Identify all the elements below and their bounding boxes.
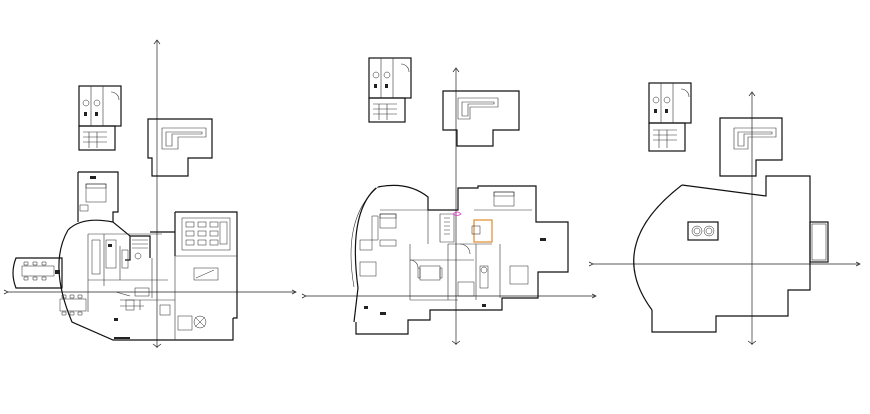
first-floor-plan [301,57,597,345]
roof-outline [633,175,829,333]
axis-markers-2 [301,67,597,345]
axis-markers-3 [588,91,861,345]
first-floor-furniture [359,191,546,315]
roof-outline-detail-2 [442,90,520,147]
roof-outline-detail-3 [719,117,783,177]
roof-outline-detail [147,118,213,177]
highlighted-room [473,219,493,243]
stair-core-detail-2 [368,57,412,123]
first-floor-walls [350,184,569,335]
living-dining-area [12,257,87,316]
stair-core-detail-3 [648,82,692,152]
roof-plan [588,82,861,345]
magenta-marker [452,211,462,216]
axis-markers [3,39,297,348]
bedroom-furniture [79,176,107,212]
ground-floor-walls [58,171,238,341]
office-desks [181,217,231,281]
water-tank [687,221,719,241]
lower-rooms-furniture [114,287,207,339]
kitchen-counters [91,239,148,275]
stair-core-detail [78,85,122,151]
ground-floor-plan [3,39,297,348]
